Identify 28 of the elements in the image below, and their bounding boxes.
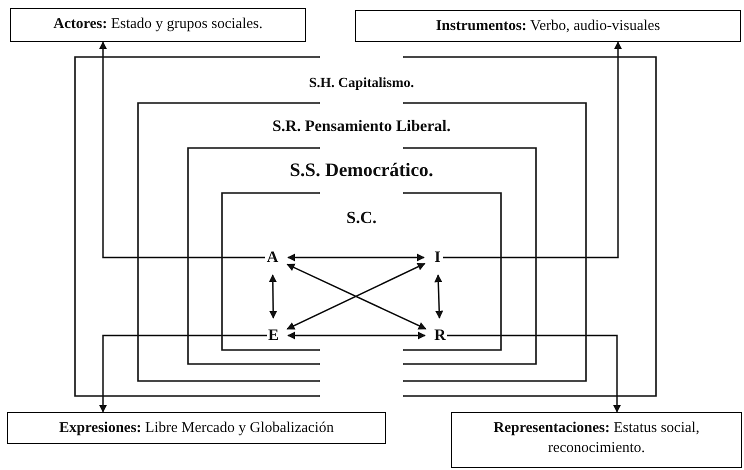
- node-letter: A: [265, 248, 280, 267]
- arrow: [99, 334, 267, 413]
- system-frame: [188, 148, 536, 364]
- frame-heading: S.C.: [346, 209, 377, 226]
- node-letter: R: [433, 326, 447, 345]
- node-letter: E: [267, 326, 280, 345]
- system-frame: [138, 103, 586, 381]
- frame-heading: S.R. Pensamiento Liberal.: [272, 119, 451, 135]
- box-text: Instrumentos: Verbo, audio-visuales: [436, 17, 660, 36]
- concept-box: [451, 412, 742, 468]
- arrow: [447, 334, 621, 413]
- arrow: [287, 332, 426, 340]
- arrow: [434, 274, 444, 319]
- concept-box: [10, 8, 306, 42]
- node-letter: I: [432, 248, 443, 267]
- arrow: [443, 41, 622, 258]
- box-text: Expresiones: Libre Mercado y Globalización: [59, 419, 334, 438]
- system-frame: [75, 57, 656, 396]
- arrow: [287, 254, 425, 262]
- box-text: Representaciones: Estatus social, reconocimiento.: [492, 419, 700, 458]
- system-frame: [222, 193, 501, 350]
- box-text: Actores: Estado y grupos sociales.: [53, 15, 263, 34]
- concept-box: [355, 10, 741, 42]
- frame-heading: S.H. Capitalismo.: [309, 77, 414, 91]
- frame-heading: S.S. Democrático.: [290, 161, 434, 180]
- arrow: [99, 41, 265, 258]
- concept-box: [7, 412, 386, 444]
- arrow: [268, 274, 278, 319]
